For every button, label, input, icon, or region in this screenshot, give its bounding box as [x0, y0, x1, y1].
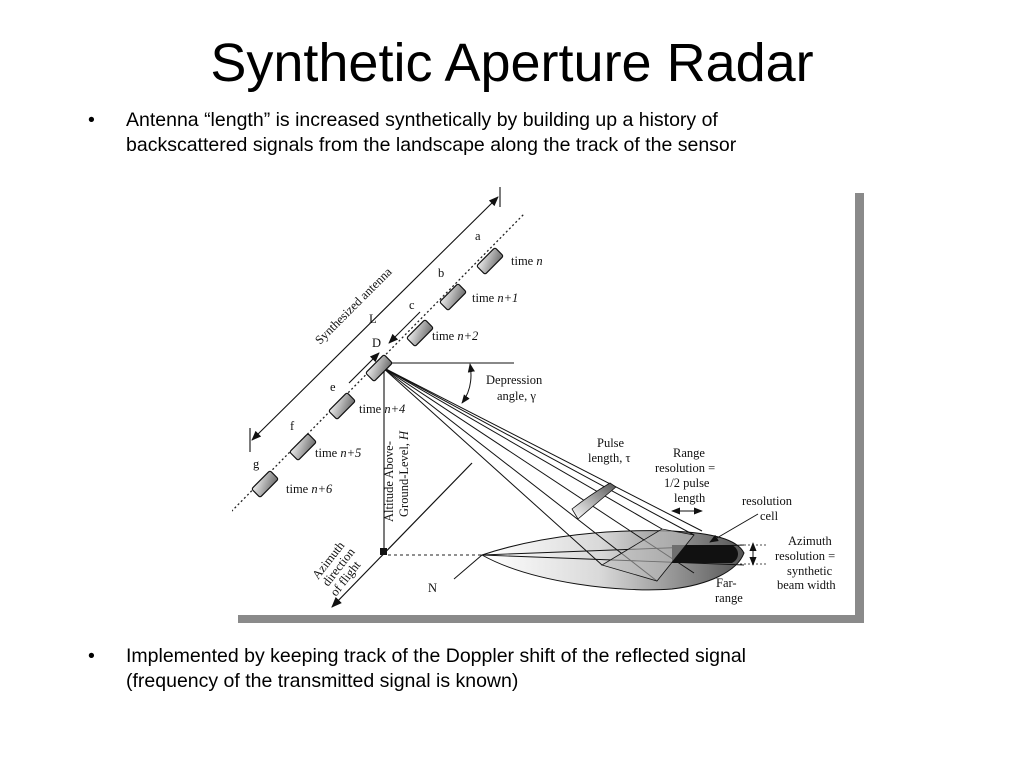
antenna-letter: f [290, 419, 295, 433]
time-label: time n+4 [359, 402, 405, 416]
bullet-text-line: backscattered signals from the landscape… [126, 134, 737, 156]
antenna-letter: a [475, 229, 481, 243]
depression-angle-label: Depression [486, 373, 543, 387]
antenna-letter: c [409, 298, 415, 312]
range-resolution-label: length [674, 491, 706, 505]
antenna-e-icon [328, 392, 356, 420]
bullet-marker: • [88, 109, 95, 131]
pulse-length-label: Pulse [597, 436, 625, 450]
motion-arrow [348, 352, 380, 384]
pulse-length-label: length, τ [588, 451, 631, 465]
range-resolution-label: Range [673, 446, 705, 460]
antenna-letter: e [330, 380, 336, 394]
bullet-text: Antenna “length” is increased synthetica… [126, 108, 866, 158]
synthesized-antenna-label: Synthesized antenna [312, 264, 395, 347]
time-label: time n [511, 254, 543, 268]
bullet-text: Implemented by keeping track of the Dopp… [126, 644, 866, 694]
azimuth-resolution-label: beam width [777, 578, 836, 592]
slide-title: Synthetic Aperture Radar [210, 33, 814, 93]
synthetic-aperture-arrow [251, 196, 499, 441]
time-label: time n+1 [472, 291, 518, 305]
sar-figure-panel: a b c D e f g time n time n+1 time n+2 t… [232, 187, 855, 615]
motion-arrow [388, 311, 421, 344]
range-resolution-label: resolution = [655, 461, 715, 475]
radar-beam [381, 366, 703, 582]
depression-angle-label: angle, γ [497, 389, 536, 403]
pulse-band [601, 528, 695, 582]
antenna-letter: b [438, 266, 444, 280]
resolution-cell [672, 545, 738, 563]
time-label: time n+6 [286, 482, 333, 496]
antenna-b-icon [439, 283, 467, 311]
nadir-point [380, 548, 387, 555]
far-range-label: range [715, 591, 743, 605]
antenna-a-icon [476, 247, 504, 275]
range-resolution-label: 1/2 pulse [664, 476, 710, 490]
far-range-label: Far- [716, 576, 737, 590]
antenna-letter: g [253, 457, 260, 471]
antenna-g-icon [251, 470, 279, 498]
antenna-letter: D [372, 336, 381, 350]
bullet-text-line: Implemented by keeping track of the Dopp… [126, 645, 747, 667]
near-range-pointer [453, 554, 483, 580]
altitude-label: Altitude Above- [382, 441, 396, 522]
bullet-text-line: (frequency of the transmitted signal is … [126, 670, 519, 692]
time-label: time n+2 [432, 329, 478, 343]
bullet-text-line: Antenna “length” is increased synthetica… [126, 109, 718, 131]
resolution-cell-label: cell [760, 509, 779, 523]
azimuth-resolution-label: synthetic [787, 564, 833, 578]
antenna-d-icon [365, 354, 393, 382]
depression-angle-arc [461, 363, 475, 404]
antenna-f-icon [289, 433, 317, 461]
azimuth-resolution-label: Azimuth [788, 534, 832, 548]
pulse-length-shape [571, 482, 617, 520]
resolution-cell-pointer [709, 513, 759, 543]
near-range-label: N [428, 581, 437, 595]
altitude-label: Ground-Level, H [397, 430, 411, 517]
resolution-cell-label: resolution [742, 494, 793, 508]
bullet-marker: • [88, 645, 95, 667]
sar-geometry-diagram: a b c D e f g time n time n+1 time n+2 t… [232, 187, 836, 608]
aperture-length-label: L [369, 312, 377, 326]
beam-edge-line [481, 544, 745, 556]
azimuth-direction-arrow [331, 462, 473, 608]
time-label: time n+5 [315, 446, 361, 460]
antenna-c-icon [406, 319, 434, 347]
azimuth-resolution-label: resolution = [775, 549, 835, 563]
